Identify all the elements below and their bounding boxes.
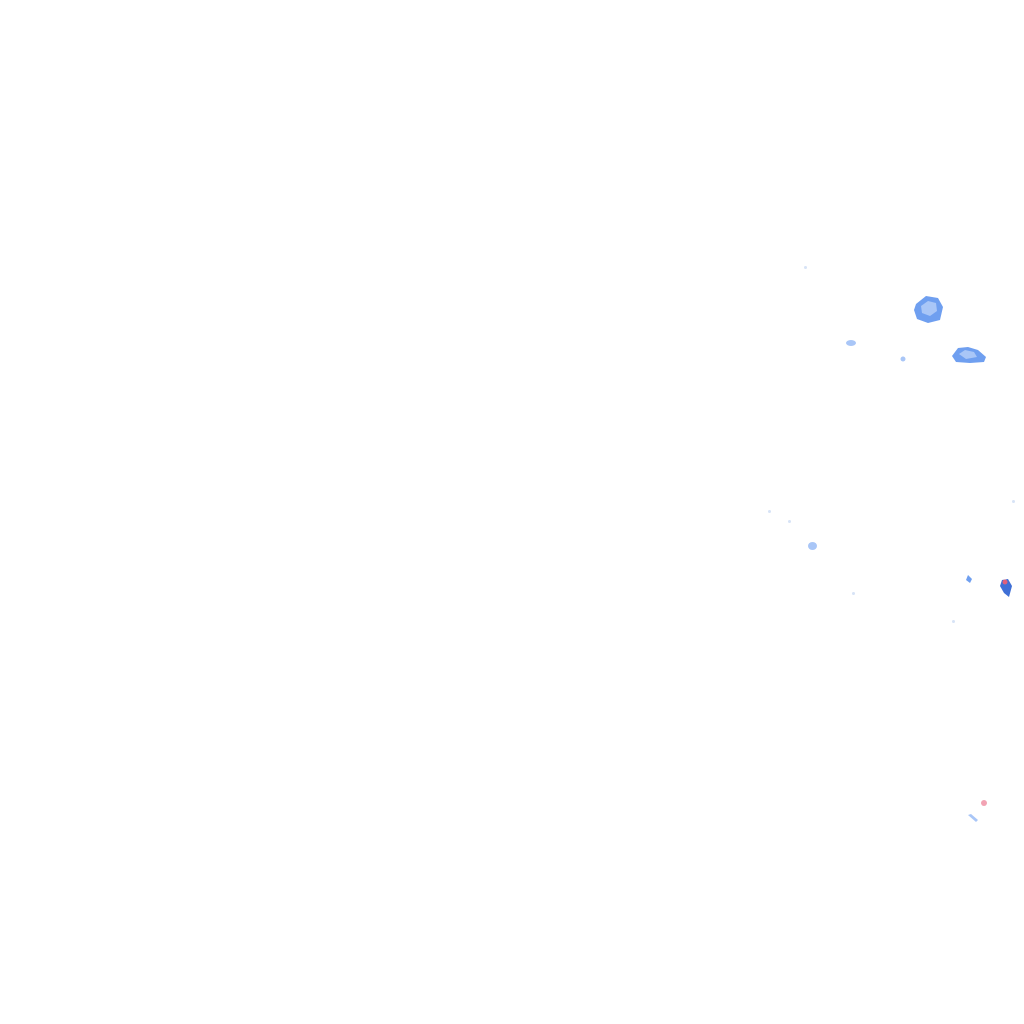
faint-speck [1012, 500, 1015, 503]
blue-dot [846, 340, 856, 346]
faint-speck [804, 266, 807, 269]
blue-red-fleck-red-spot [1002, 579, 1008, 585]
pink-dot [981, 800, 987, 806]
blue-fleck-wide [952, 347, 986, 363]
faint-speck [952, 620, 955, 623]
blue-dot-shape [966, 575, 972, 583]
blue-fleck-large [914, 296, 943, 323]
faint-speck [788, 520, 791, 523]
faint-speck [768, 510, 771, 513]
blue-dot [900, 356, 906, 362]
faint-speck [852, 592, 855, 595]
pink-dot-shape [981, 800, 987, 806]
blue-fleck-wide-highlight [959, 350, 977, 359]
blue-dot-shape [808, 542, 817, 550]
blue-dot [966, 575, 972, 583]
blue-dot-shape [900, 356, 906, 362]
blue-dot-shape [846, 340, 856, 346]
blue-streak [968, 814, 978, 822]
blue-streak-shape [968, 814, 978, 822]
blue-dot [808, 542, 817, 550]
blue-fleck-large-highlight [921, 301, 937, 316]
blue-red-fleck [1000, 579, 1012, 597]
